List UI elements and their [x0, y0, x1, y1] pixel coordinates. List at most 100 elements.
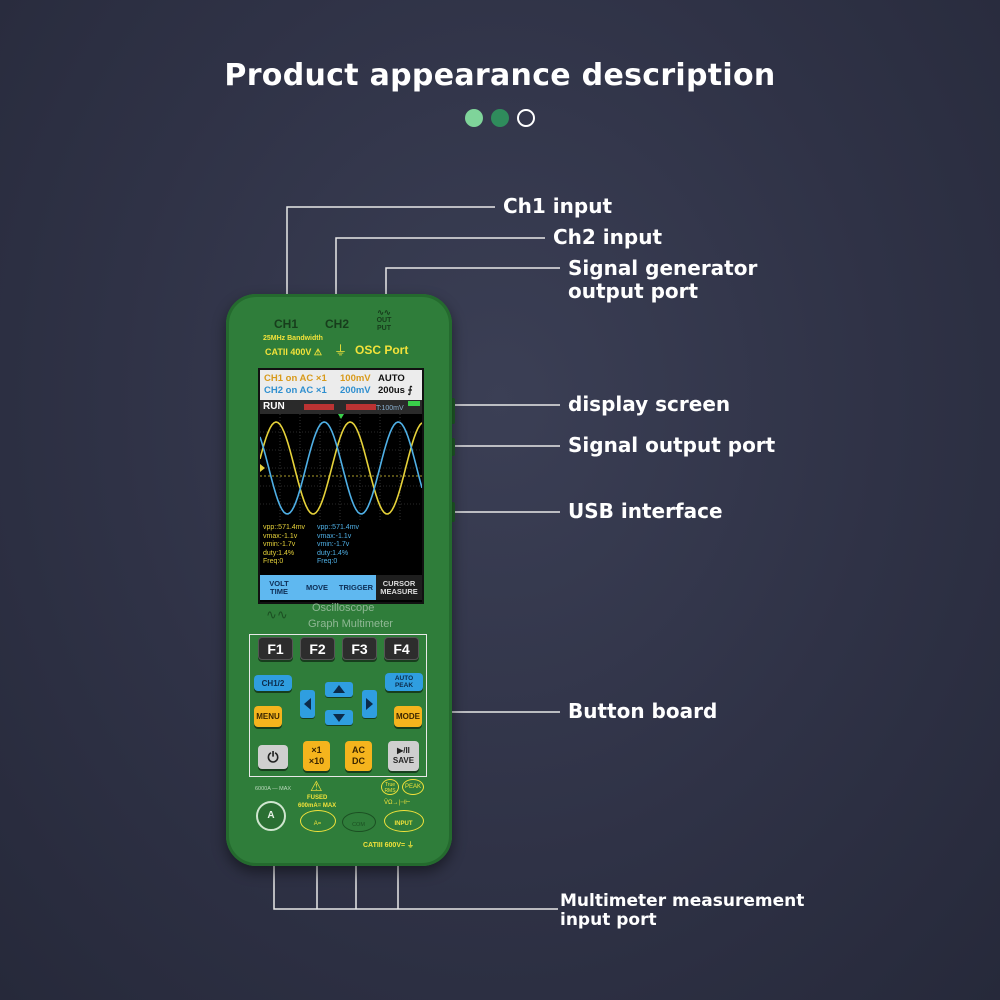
timebase-value: 200us [378, 385, 405, 396]
function-symbols-icon: V̄Ω→|⊣⊢ [384, 800, 411, 806]
auto-peak-button[interactable]: AUTO PEAK [385, 673, 423, 691]
power-icon: ⏻ [267, 748, 279, 765]
ch2-measurement-line: vmax:-1.1v [317, 532, 352, 540]
run-state: RUN [263, 401, 285, 412]
ch2-scale: 200mV [340, 385, 371, 396]
softkey-cursor-measure[interactable]: CURSOR MEASURE [376, 575, 422, 600]
x1-x10-button[interactable]: ×1 ×10 [303, 741, 330, 771]
power-button[interactable]: ⏻ [258, 745, 288, 769]
button-board [249, 634, 427, 777]
wave-icon: ∿∿ [377, 308, 391, 317]
ch2-status: CH2 on AC ×1 [264, 385, 327, 396]
ch1-status: CH1 on AC ×1 [264, 373, 327, 384]
ch1-measurement-line: vmin:-1.7v [263, 541, 296, 548]
left-button[interactable] [300, 690, 315, 718]
f3-button[interactable]: F3 [342, 637, 377, 660]
cat-rating: CATIII 600V= ⏚ [363, 840, 414, 850]
multimeter-leader [273, 866, 558, 910]
bandwidth-label: 25MHz Bandwidth [263, 335, 323, 342]
ch1-waveform [260, 421, 422, 515]
f4-button[interactable]: F4 [384, 637, 419, 660]
ch1-marker-icon [260, 464, 265, 472]
callout-signal-output-port: Signal output port [568, 433, 776, 457]
right-button[interactable] [362, 690, 377, 718]
timebase: 200us ⨍ [378, 385, 413, 396]
run-save-button[interactable]: ▶/II SAVE [388, 741, 419, 771]
trigger-mode: AUTO [378, 373, 405, 384]
ch2-leader [335, 237, 545, 296]
ch2-measurement-line: Freq:0 [317, 558, 338, 565]
rating-label: CATII 400V ⚠ [265, 347, 322, 358]
trigger-marker-icon [338, 414, 344, 419]
down-button[interactable] [325, 710, 353, 725]
softkey-trigger[interactable]: TRIGGER [336, 575, 376, 600]
ch1-measurement-line: vmax:-1.1v [263, 532, 298, 540]
callout-multimeter-line2: input port [560, 910, 657, 930]
ma-input-jack[interactable]: A= [300, 810, 336, 832]
osc-port-label: OSC Port [355, 343, 409, 357]
softkey-move[interactable]: MOVE [298, 575, 336, 600]
trigger-level: T:100mV [376, 405, 404, 412]
callout-display-screen: display screen [568, 392, 731, 416]
rising-edge-icon: ⨍ [407, 385, 413, 396]
play-pause-label: ▶/II [397, 746, 410, 755]
out-put-label: ∿∿ OUT PUT [372, 309, 396, 333]
f1-button[interactable]: F1 [258, 637, 293, 660]
ch1-measurement-line: vpp::571.4mv [263, 524, 306, 531]
up-button[interactable] [325, 682, 353, 697]
callout-multimeter-input: Multimeter measurement input port [560, 892, 804, 930]
carousel-dots [465, 109, 535, 127]
ch1-leader [286, 206, 495, 296]
cat-rating-text: CATIII 600V= [363, 842, 406, 849]
a-input-jack[interactable]: A [256, 801, 286, 831]
f2-button[interactable]: F2 [300, 637, 335, 660]
ch2-measurement-line: vmin:-1.7v [317, 541, 350, 548]
ch2-measurement-line: duty:1.4% [317, 549, 349, 557]
battery-icon [408, 401, 420, 406]
memory-bar-left [304, 404, 334, 410]
waveform-plot [260, 414, 422, 522]
v-input-jack[interactable]: INPUT [384, 810, 424, 832]
ch12-button[interactable]: CH1/2 [254, 675, 292, 691]
ground-icon: ⏚ [334, 343, 348, 358]
com-jack-label: COM [352, 822, 365, 828]
mode-button[interactable]: MODE [394, 706, 422, 727]
wave-logo-icon: ∿∿ [266, 607, 288, 622]
arrow-up-icon [333, 685, 345, 693]
carousel-dot-3[interactable] [517, 109, 535, 127]
x10-label: ×10 [308, 756, 325, 766]
callout-ch2-input: Ch2 input [553, 225, 663, 249]
true-rms-badge: True RMS [381, 779, 399, 795]
softkey-volt-time[interactable]: VOLT TIME [260, 575, 298, 600]
ch2-label: CH2 [325, 317, 350, 331]
ch2-waveform [260, 421, 422, 515]
ac-dc-button[interactable]: AC DC [345, 741, 372, 771]
callout-multimeter-line1: Multimeter measurement [560, 891, 805, 911]
x1-label: ×1 [311, 745, 322, 755]
carousel-dot-2[interactable] [491, 109, 509, 127]
carousel-dot-1[interactable] [465, 109, 483, 127]
callout-ch1-input: Ch1 input [503, 194, 613, 218]
callout-button-board: Button board [568, 699, 718, 723]
com-input-jack[interactable]: COM [342, 812, 376, 832]
menu-button[interactable]: MENU [254, 706, 282, 727]
callout-signal-generator-line2: output port [568, 279, 699, 303]
brand-line2: Graph Multimeter [308, 618, 393, 630]
save-label: SAVE [392, 756, 415, 765]
fused-rating: 600mA= MAX [298, 803, 337, 809]
ma-jack-label: A= [313, 821, 322, 827]
siggen-leader [385, 267, 560, 296]
callout-signal-generator: Signal generator output port [568, 257, 757, 303]
ch1-scale: 100mV [340, 373, 371, 384]
fused-label: FUSED [307, 795, 328, 801]
fuse-warning-icon: ⚠ [310, 778, 323, 794]
input-jack-label: INPUT [394, 821, 413, 827]
dc-label: DC [352, 756, 365, 766]
screen-header: CH1 on AC ×1 100mV CH2 on AC ×1 200mV AU… [260, 370, 422, 400]
arrow-down-icon [333, 714, 345, 722]
warning-triangle-icon: ⚠ [311, 347, 322, 357]
